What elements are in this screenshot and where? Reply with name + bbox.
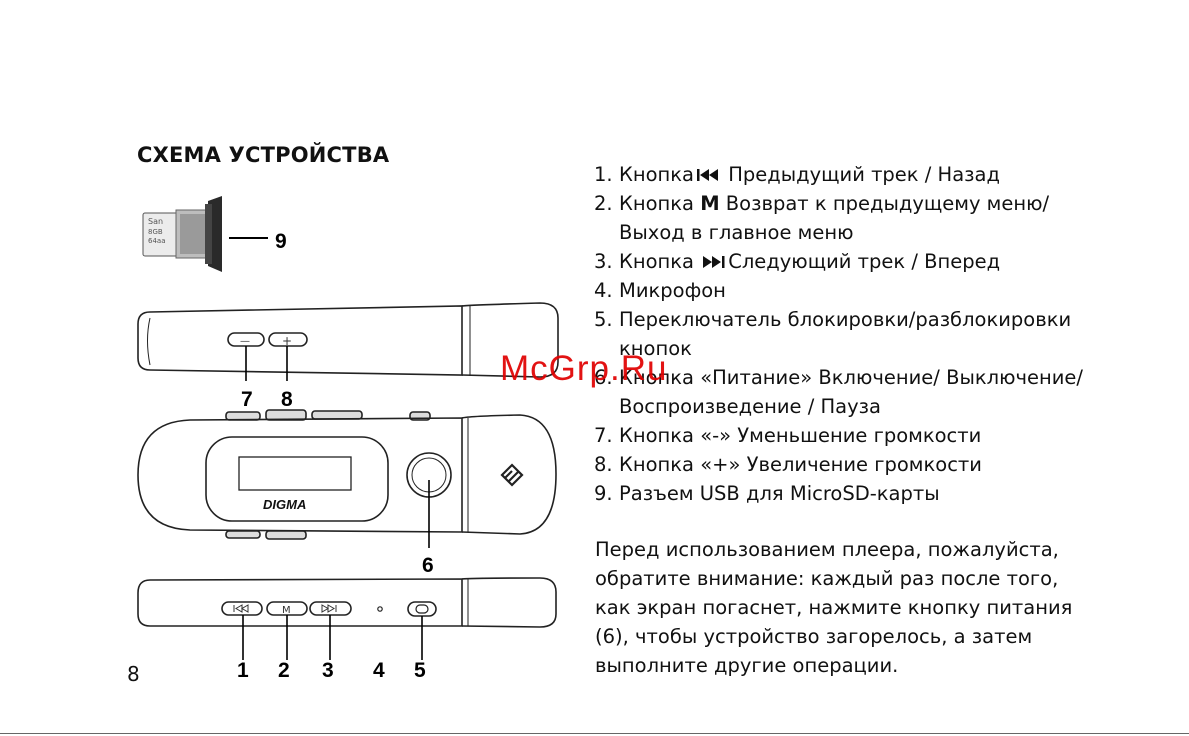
list-item: 8.Кнопка «+» Увеличение громкости (594, 453, 982, 476)
brand-logo: DIGMA (263, 497, 306, 512)
note-line: Перед использованием плеера, пожалуйста, (595, 538, 1059, 561)
callout-4: 4 (373, 659, 385, 682)
list-item: 5.Переключатель блокировки/разблокировки (594, 308, 1072, 331)
footer-divider (0, 733, 1189, 734)
callout-3: 3 (322, 659, 334, 682)
callout-7: 7 (241, 388, 253, 411)
callout-2: 2 (278, 659, 290, 682)
card-label: San (148, 217, 163, 226)
note-line: как экран погаснет, нажмите кнопку питан… (595, 596, 1073, 619)
list-item: кнопок (619, 337, 692, 360)
list-item: 2.Кнопка M Возврат к предыдущему меню/ (594, 192, 1050, 215)
list-item: 9.Разъем USB для MicroSD-карты (594, 482, 940, 505)
minus-button-label: — (240, 336, 250, 347)
list-item: 7.Кнопка «-» Уменьшение громкости (594, 424, 982, 447)
callout-1: 1 (237, 659, 249, 682)
m-button-label: M (282, 605, 291, 616)
list-item: 4.Микрофон (594, 279, 726, 302)
device-front-view (137, 409, 557, 540)
usage-note: Перед использованием плеера, пожалуйста,… (595, 535, 1185, 680)
callout-6: 6 (422, 554, 434, 577)
device-top-view (137, 302, 559, 378)
m-key-label: M (700, 192, 720, 215)
prev-icon-on-device (233, 604, 249, 613)
next-icon-on-device (321, 604, 337, 613)
callout-8: 8 (281, 388, 293, 411)
callout-9: 9 (275, 230, 287, 253)
note-line: выполните другие операции. (595, 654, 899, 677)
watermark: McGrp.Ru (500, 349, 668, 388)
list-item: Выход в главное меню (619, 221, 854, 244)
list-item: 1.Кнопка Предыдущий трек / Назад (594, 163, 1000, 186)
list-item: Воспроизведение / Пауза (619, 395, 881, 418)
page-number: 8 (127, 662, 140, 686)
next-track-icon (703, 256, 725, 268)
svg-text:8GB: 8GB (148, 228, 163, 236)
callout-5: 5 (414, 659, 426, 682)
note-line: обратите внимание: каждый раз после того… (595, 567, 1059, 590)
usb-connector-illustration (142, 196, 222, 272)
digma-logo-icon (500, 463, 524, 487)
legend-list: 1.Кнопка Предыдущий трек / Назад 2.Кнопк… (594, 160, 1184, 508)
prev-track-icon (697, 169, 719, 181)
note-line: (6), чтобы устройство загорелось, а зате… (595, 625, 1033, 648)
page-title: СХЕМА УСТРОЙСТВА (137, 143, 390, 167)
list-item: 3.Кнопка Следующий трек / Вперед (594, 250, 1001, 273)
svg-text:64aa: 64aa (148, 237, 166, 245)
plus-button-label: + (282, 334, 292, 348)
device-bottom-view (137, 577, 557, 628)
list-item: 6.Кнопка «Питание» Включение/ Выключение… (594, 366, 1084, 389)
